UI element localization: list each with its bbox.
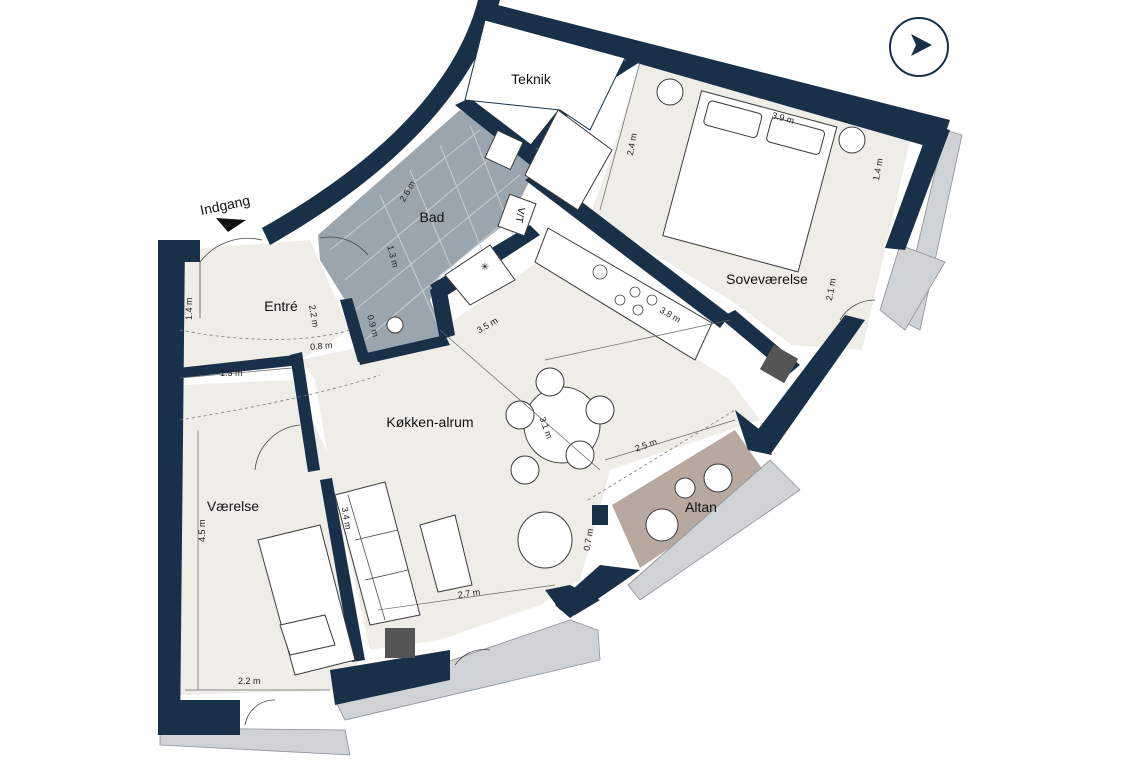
label-entre: Entré	[264, 298, 298, 314]
column-1	[759, 344, 799, 384]
dim-room-45: 4.5 m	[197, 519, 207, 542]
column-3	[592, 505, 608, 525]
altan-dash	[587, 409, 736, 501]
dim-hall-22: 2.2 m	[307, 304, 321, 328]
door-southwest	[244, 699, 276, 726]
chair-5	[565, 440, 595, 470]
label-sovevaerelse: Soveværelse	[726, 271, 808, 287]
door-bath	[319, 236, 369, 256]
label-koekken-alrum: Køkken-alrum	[386, 414, 473, 430]
label-vaerelse: Værelse	[207, 498, 259, 514]
north-curved-wall	[262, 0, 500, 245]
wall-room-hall	[178, 355, 300, 378]
dim-hall-14: 1.4 m	[184, 297, 194, 320]
south-wall-a	[158, 700, 240, 735]
wardrobe	[524, 109, 613, 211]
nightstand-left	[656, 78, 684, 106]
teknik-room	[464, 19, 626, 131]
bathroom-floor	[318, 110, 540, 360]
stove-ring-2	[629, 286, 641, 298]
toilet	[484, 129, 524, 171]
door-entre	[199, 237, 263, 263]
altan-chair-1	[674, 477, 696, 499]
south-wall-b	[330, 650, 450, 705]
entrance-label: Indgang	[199, 192, 252, 218]
fridge	[444, 244, 516, 306]
wall-bath-left	[340, 298, 370, 362]
stove-ring-1	[614, 294, 626, 306]
hall-floor	[180, 240, 350, 370]
kitchen-counter	[534, 227, 713, 361]
south-wall-d	[555, 565, 640, 618]
dim-hall-08: 0.8 m	[310, 340, 333, 352]
stove-ring-3	[632, 304, 644, 316]
washer-dryer	[497, 193, 537, 237]
stove-ring-4	[646, 294, 658, 306]
hall-dashed-2	[179, 329, 351, 340]
railing-altan	[627, 459, 801, 601]
dim-living-07: 0.7 m	[582, 528, 596, 552]
altan-wall	[735, 410, 772, 455]
entrance-arrow-icon	[216, 218, 246, 232]
dim-bedroom-lower: 2.1 m	[824, 277, 838, 301]
wall-bath-bottom	[358, 335, 450, 365]
door-south	[454, 649, 491, 666]
altan-table	[703, 463, 733, 493]
living-floor	[300, 260, 760, 650]
east-wall	[885, 125, 950, 250]
door-bedroom	[839, 299, 876, 321]
dim-living-34: 3.4 m	[340, 506, 354, 530]
dim-bedroom-right: 1.4 m	[871, 157, 885, 181]
sink	[592, 264, 608, 280]
dim-room-22: 2.2 m	[238, 676, 261, 686]
dim-bedroom-left: 2.4 m	[625, 132, 639, 156]
fridge-symbol: ✳	[481, 262, 489, 273]
label-teknik: Teknik	[511, 71, 552, 87]
label-altan: Altan	[685, 499, 717, 515]
altan-chair-2	[645, 508, 679, 542]
column-2	[385, 628, 415, 658]
north-east-wall	[478, 0, 950, 150]
chair-4	[510, 455, 540, 485]
sofa	[334, 481, 421, 626]
bed	[662, 90, 838, 273]
wall-room-living-2	[320, 478, 365, 662]
west-wall	[158, 240, 185, 735]
wall-bedroom-diag	[525, 170, 730, 328]
chair-3	[505, 400, 535, 430]
dim-living-27: 2.7 m	[457, 587, 481, 600]
hall-dashed	[179, 374, 381, 421]
chair-2	[585, 395, 615, 425]
vt-label: V/T	[513, 206, 527, 223]
railing-southeast	[879, 244, 946, 331]
nightstand-right	[838, 126, 866, 154]
coffee-table	[419, 514, 473, 593]
armchair	[517, 511, 573, 569]
single-bed	[257, 524, 356, 676]
chair-1	[535, 367, 565, 397]
dim-room-15: 1.5 m	[220, 368, 243, 378]
wall-room-living	[290, 352, 320, 472]
east-wall-lower	[750, 315, 865, 455]
door-room	[254, 424, 301, 471]
washbasin	[386, 316, 404, 334]
wall-bath-right	[430, 280, 455, 340]
compass-north-icon	[889, 17, 949, 77]
west-cap	[158, 240, 200, 262]
label-bad: Bad	[420, 209, 445, 225]
